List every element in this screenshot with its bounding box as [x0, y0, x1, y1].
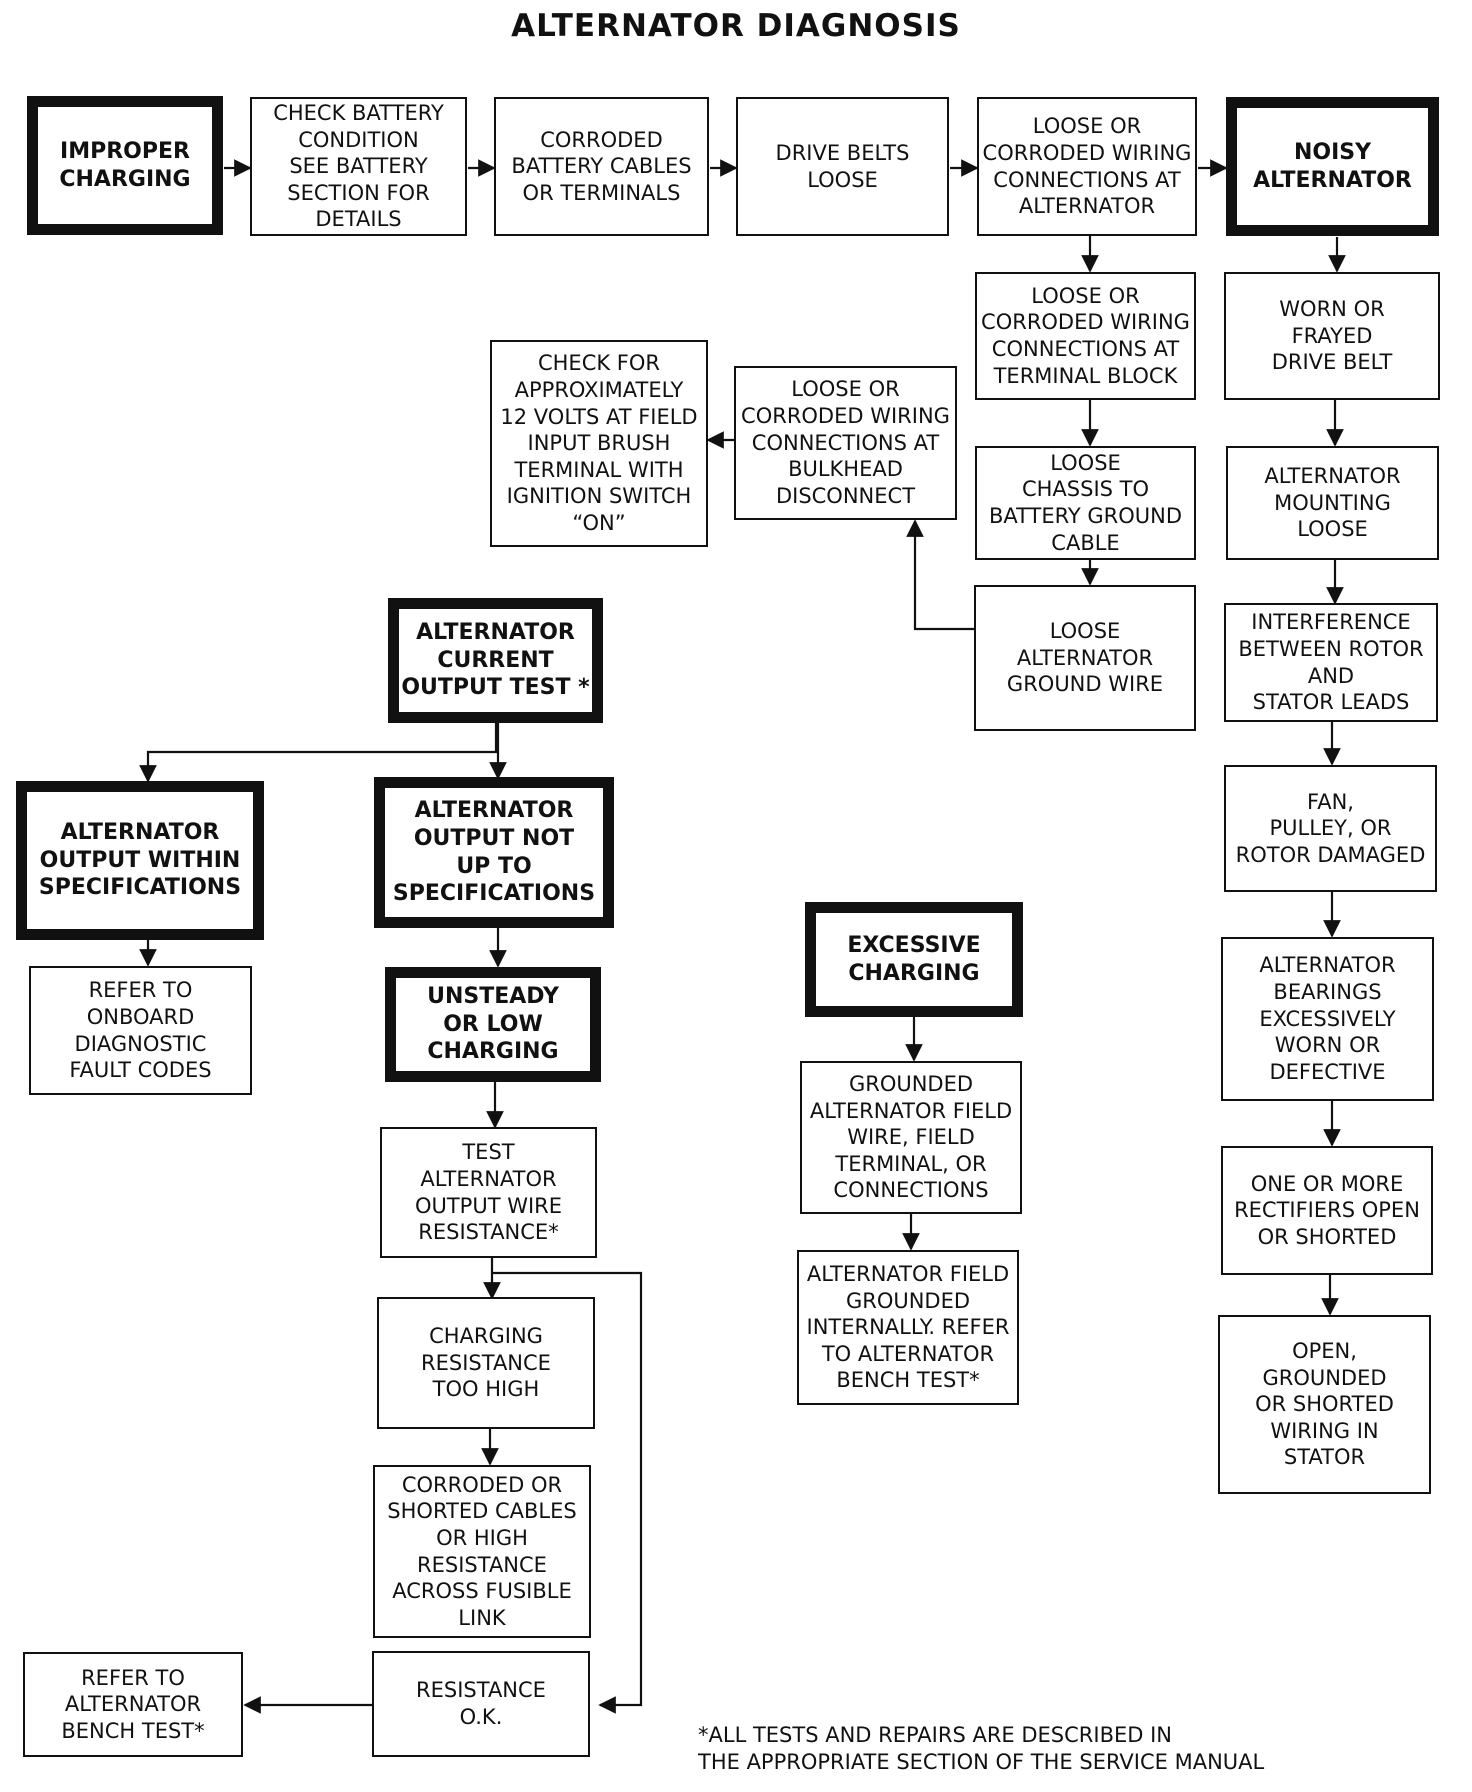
node-resistance-ok: RESISTANCE O.K.: [372, 1651, 590, 1757]
node-current-output-test: ALTERNATOR CURRENT OUTPUT TEST *: [388, 598, 603, 723]
connector: [906, 519, 974, 631]
node-field-grounded-internally: ALTERNATOR FIELD GROUNDED INTERNALLY. RE…: [797, 1250, 1019, 1405]
node-bearings-worn: ALTERNATOR BEARINGS EXCESSIVELY WORN OR …: [1221, 937, 1434, 1101]
connector: [492, 1271, 643, 1714]
node-rotor-interference: INTERFERENCE BETWEEN ROTOR AND STATOR LE…: [1224, 603, 1438, 722]
node-output-not-spec: ALTERNATOR OUTPUT NOT UP TO SPECIFICATIO…: [374, 777, 614, 928]
node-resistance-too-high: CHARGING RESISTANCE TOO HIGH: [377, 1297, 595, 1429]
node-wiring-at-bulkhead: LOOSE OR CORRODED WIRING CONNECTIONS AT …: [734, 366, 957, 520]
footnote: *ALL TESTS AND REPAIRS ARE DESCRIBED IN …: [698, 1723, 1265, 1775]
node-wiring-at-terminal-block: LOOSE OR CORRODED WIRING CONNECTIONS AT …: [975, 272, 1196, 400]
node-output-within-spec: ALTERNATOR OUTPUT WITHIN SPECIFICATIONS: [16, 781, 264, 940]
node-chassis-ground: LOOSE CHASSIS TO BATTERY GROUND CABLE: [975, 446, 1196, 560]
node-check-battery: CHECK BATTERY CONDITION SEE BATTERY SECT…: [250, 97, 467, 236]
node-mounting-loose: ALTERNATOR MOUNTING LOOSE: [1226, 446, 1439, 560]
node-corroded-shorted-cables: CORRODED OR SHORTED CABLES OR HIGH RESIS…: [373, 1465, 591, 1638]
node-refer-bench-test: REFER TO ALTERNATOR BENCH TEST*: [23, 1652, 243, 1757]
page-title: ALTERNATOR DIAGNOSIS: [511, 8, 961, 44]
node-unsteady-low: UNSTEADY OR LOW CHARGING: [385, 967, 601, 1082]
node-stator-wiring: OPEN, GROUNDED OR SHORTED WIRING IN STAT…: [1218, 1315, 1431, 1494]
node-excessive-charging: EXCESSIVE CHARGING: [805, 902, 1023, 1017]
node-grounded-field-wire: GROUNDED ALTERNATOR FIELD WIRE, FIELD TE…: [800, 1061, 1022, 1214]
node-noisy-alternator: NOISY ALTERNATOR: [1226, 97, 1439, 236]
node-refer-onboard: REFER TO ONBOARD DIAGNOSTIC FAULT CODES: [29, 966, 252, 1095]
node-worn-belt: WORN OR FRAYED DRIVE BELT: [1224, 272, 1440, 400]
node-check-12-volts: CHECK FOR APPROXIMATELY 12 VOLTS AT FIEL…: [490, 340, 708, 547]
node-improper-charging: IMPROPER CHARGING: [27, 96, 223, 235]
node-fan-damaged: FAN, PULLEY, OR ROTOR DAMAGED: [1224, 765, 1437, 892]
node-wiring-at-alternator: LOOSE OR CORRODED WIRING CONNECTIONS AT …: [977, 97, 1197, 236]
node-rectifiers: ONE OR MORE RECTIFIERS OPEN OR SHORTED: [1221, 1146, 1433, 1275]
connector: [139, 723, 498, 783]
node-drive-belts-loose: DRIVE BELTS LOOSE: [736, 97, 949, 236]
node-alternator-ground-wire: LOOSE ALTERNATOR GROUND WIRE: [974, 585, 1196, 731]
node-test-output-wire: TEST ALTERNATOR OUTPUT WIRE RESISTANCE*: [380, 1127, 597, 1258]
node-corroded-cables: CORRODED BATTERY CABLES OR TERMINALS: [494, 97, 709, 236]
